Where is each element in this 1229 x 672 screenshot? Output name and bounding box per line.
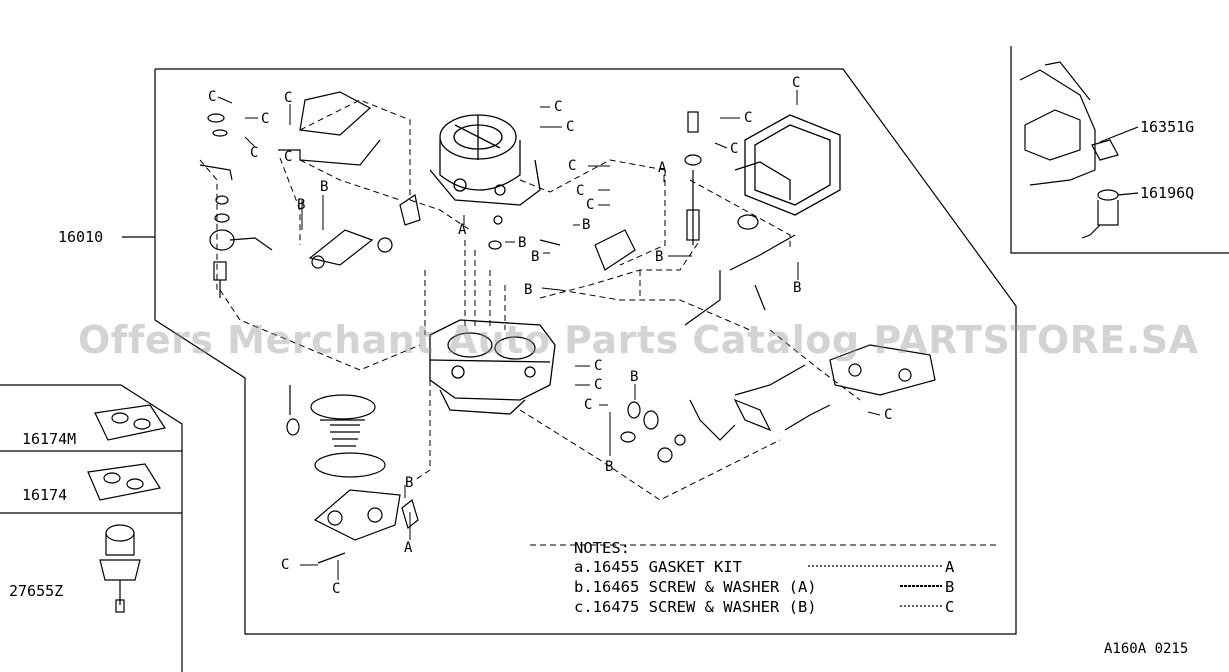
- callout-b: B: [524, 282, 533, 298]
- main-frame: [154, 68, 1017, 635]
- callout-b: B: [655, 249, 664, 265]
- callout-c: C: [792, 75, 801, 91]
- notes-line-b-end: B: [945, 578, 955, 596]
- callout-c: C: [594, 358, 603, 374]
- callout-a: A: [458, 222, 467, 238]
- callout-b: B: [320, 179, 329, 195]
- inset-frame-left: [0, 384, 183, 672]
- notes-line-c-end: C: [945, 598, 955, 616]
- callout-c: C: [332, 581, 341, 597]
- part-label-16196q: 16196Q: [1140, 184, 1195, 202]
- fuel-sensor-16196q-shape: [1081, 189, 1139, 239]
- callout-c: C: [554, 99, 563, 115]
- callout-c: C: [250, 145, 259, 161]
- part-label-16174: 16174: [22, 486, 68, 504]
- callout-c: C: [586, 197, 595, 213]
- callout-b: B: [531, 249, 540, 265]
- callout-a: A: [658, 160, 667, 176]
- notes-line-a-end: A: [945, 558, 955, 576]
- callout-c: C: [566, 119, 575, 135]
- callout-c: C: [568, 158, 577, 174]
- part-label-27655z: 27655Z: [9, 582, 64, 600]
- callout-b: B: [297, 197, 306, 213]
- callout-c: C: [284, 90, 293, 106]
- part-label-16010: 16010: [58, 228, 104, 246]
- carburetor-main-body: [429, 319, 556, 415]
- dashed-assembly-lines: [199, 99, 1000, 546]
- callout-c: C: [208, 89, 217, 105]
- part-label-16174m: 16174M: [22, 430, 77, 448]
- callout-c: C: [284, 149, 293, 165]
- callout-b: B: [793, 280, 802, 296]
- callout-b: B: [605, 459, 614, 475]
- notes-title: NOTES:: [574, 539, 630, 557]
- callout-c: C: [584, 397, 593, 413]
- left-linkage-parts: [199, 91, 421, 298]
- gasket-16174m-shape: [94, 404, 166, 441]
- notes-line-b: b.16465 SCREW & WASHER (A): [574, 578, 817, 596]
- callout-c: C: [884, 407, 893, 423]
- choke-diaphragm-parts: [286, 385, 419, 564]
- callout-b: B: [630, 369, 639, 385]
- callout-b: B: [518, 235, 527, 251]
- callout-c: C: [730, 141, 739, 157]
- callout-leaders: [217, 90, 881, 580]
- center-right-parts: [488, 111, 796, 326]
- callout-c: C: [744, 110, 753, 126]
- gasket-16174-shape: [87, 463, 161, 501]
- figure-code: A160A 0215: [1104, 641, 1189, 657]
- callout-c: C: [261, 111, 270, 127]
- air-horn-assembly: [734, 114, 841, 216]
- callout-c: C: [281, 557, 290, 573]
- carburetor-top-cover: [429, 114, 541, 206]
- fuel-filter-16351g-shape: [1019, 61, 1139, 186]
- notes-leaders: [808, 565, 942, 607]
- callout-b: B: [582, 217, 591, 233]
- callout-b: B: [405, 475, 414, 491]
- dashpot-27655z-shape: [99, 524, 141, 613]
- part-label-16351g: 16351G: [1140, 118, 1195, 136]
- callout-a: A: [404, 540, 413, 556]
- notes-line-c: c.16475 SCREW & WASHER (B): [574, 598, 817, 616]
- notes-line-a: a.16455 GASKET KIT: [574, 558, 752, 576]
- throttle-linkage-parts: [620, 344, 936, 463]
- inset-frame-right: [1010, 46, 1229, 254]
- watermark-text: Offers Merchant Auto Parts Catalog PARTS…: [78, 318, 1199, 362]
- callout-c: C: [576, 183, 585, 199]
- callout-c: C: [594, 377, 603, 393]
